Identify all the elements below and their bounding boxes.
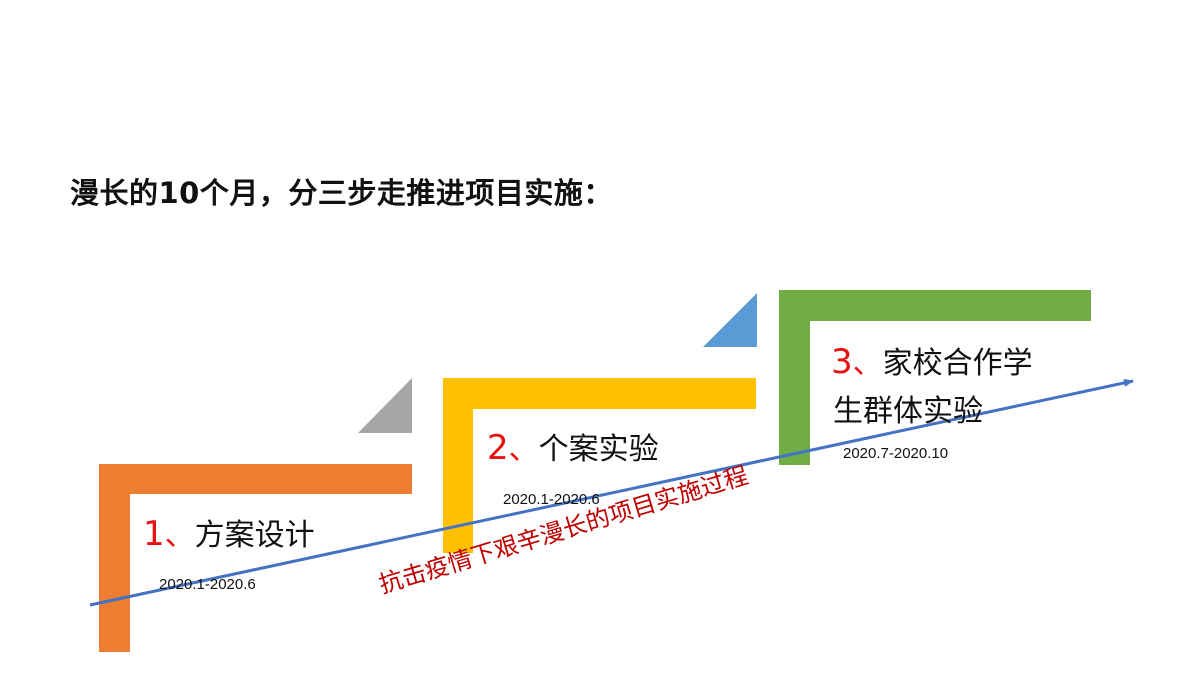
corner-triangle-blue: [703, 293, 757, 347]
step-3-bar-vertical: [779, 290, 810, 465]
step-2-bar-horizontal: [443, 378, 756, 409]
step-2-separator: 、: [508, 432, 539, 467]
step-3-date: 2020.7-2020.10: [843, 445, 949, 462]
step-3-number: 3: [831, 342, 853, 382]
step-3-title-line2: 生群体实验: [833, 386, 983, 430]
step-1-title: 1、方案设计: [143, 510, 315, 554]
step-1-date: 2020.1-2020.6: [159, 576, 256, 593]
step-3-label-line2: 生群体实验: [833, 394, 983, 429]
corner-triangle-gray: [358, 378, 412, 433]
step-3-title: 3、家校合作学: [831, 338, 1033, 382]
step-1-bar-horizontal: [99, 464, 412, 494]
step-3-label-line1: 家校合作学: [882, 346, 1033, 381]
step-2-title: 2、个案实验: [487, 424, 659, 468]
step-2-label: 个案实验: [538, 432, 659, 467]
step-1-label: 方案设计: [194, 518, 315, 553]
progress-arrow: [89, 378, 1134, 607]
step-1-separator: 、: [164, 518, 195, 553]
step-3-bar-horizontal: [779, 290, 1091, 321]
step-1-number: 1: [143, 514, 165, 554]
step-2-date: 2020.1-2020.6: [503, 491, 600, 508]
slide-title: 漫长的10个月，分三步走推进项目实施：: [70, 176, 613, 210]
step-2-number: 2: [487, 428, 509, 468]
step-1-bar-vertical: [99, 464, 130, 652]
step-3-separator: 、: [852, 346, 883, 381]
